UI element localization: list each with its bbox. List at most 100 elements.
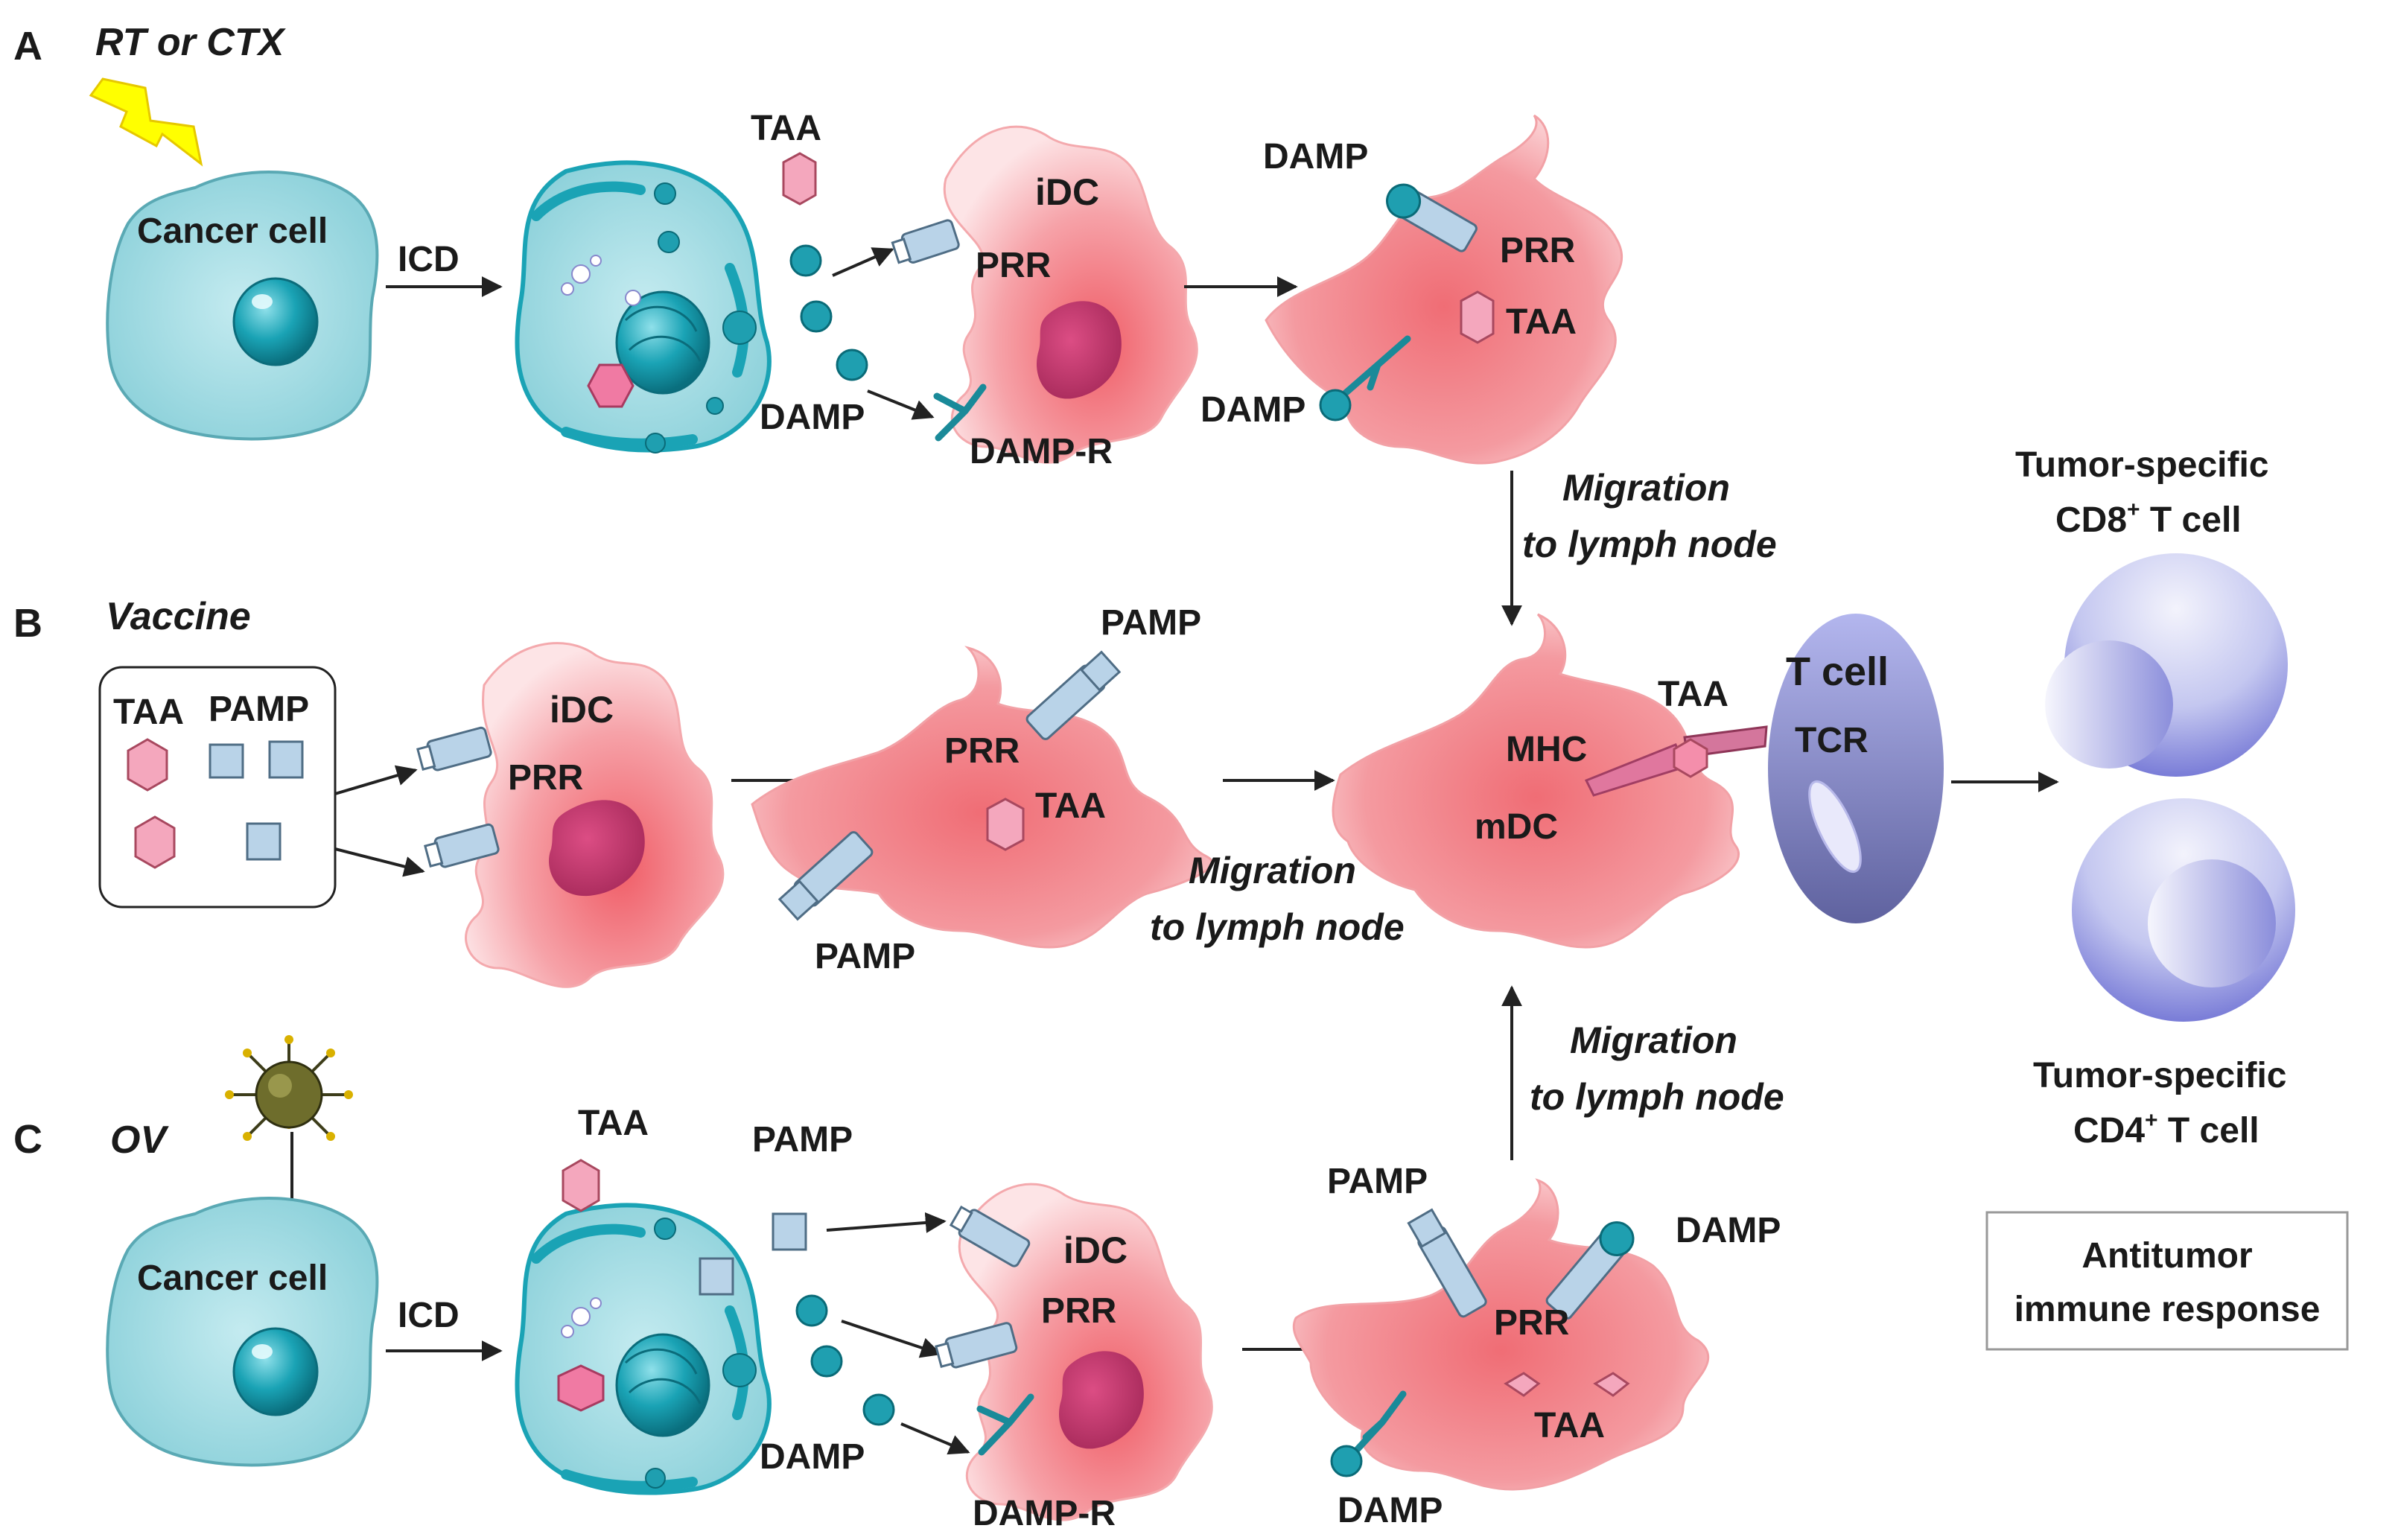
cancer-cell-a [106, 170, 379, 441]
damp-receptor-icon [976, 1393, 1034, 1456]
loaded-pamp-c-label: PAMP [1327, 1162, 1428, 1201]
cd4-superscript: + [2145, 1108, 2158, 1133]
t-cell-label: T cell [1786, 649, 1889, 694]
damp-r-c-label: DAMP-R [973, 1494, 1116, 1533]
damp-to-dampr-arrow [867, 389, 935, 420]
panel-c-trigger-label: OV [110, 1119, 169, 1162]
damp-icon [795, 1294, 828, 1327]
damp-c-label: DAMP [760, 1437, 865, 1477]
oncolytic-virus-icon [225, 1035, 353, 1141]
migration-middle-line2: to lymph node [1150, 906, 1405, 948]
pamp-to-prr-arrow [826, 1212, 947, 1233]
antitumor-box [1985, 1211, 2349, 1351]
damp-icon [800, 300, 833, 333]
migration-bottom-line2: to lymph node [1530, 1076, 1784, 1118]
prr-receptor-icon [935, 1322, 1018, 1369]
antitumor-line1: Antitumor [2081, 1236, 2252, 1276]
migration-top-line1: Migration [1562, 467, 1730, 509]
taa-a-label: TAA [751, 109, 821, 148]
cd8-t-cell [2045, 553, 2288, 777]
vaccine-to-prr-arrow [334, 847, 425, 877]
taa-icon-c [562, 1159, 600, 1212]
taa-c-label: TAA [578, 1104, 649, 1143]
idc-b-label: iDC [550, 689, 614, 731]
loaded-damp-bottom-c-label: DAMP [1338, 1491, 1443, 1530]
prr-with-damp-icon [1386, 183, 1478, 252]
cd8-title-line1: Tumor-specific [2015, 445, 2269, 485]
cd8-superscript: + [2127, 497, 2140, 522]
taa-icon-presented [1673, 738, 1708, 778]
prr-with-pamp-icon [1025, 650, 1122, 740]
antigen-loaded-dc-b [751, 646, 1213, 949]
taa-icon-loaded-b [986, 798, 1025, 851]
panel-letter-c: C [13, 1117, 42, 1162]
vaccine-pamp-label: PAMP [209, 690, 309, 729]
taa-icon-loaded-c [1593, 1372, 1630, 1397]
cd4-title-line2: CD4+ T cell [2073, 1108, 2259, 1151]
dying-cell-a [515, 160, 772, 454]
cd4-t-cell [2072, 798, 2295, 1022]
cd8-main: CD8 [2055, 500, 2127, 540]
prr-receptor-icon [424, 823, 500, 868]
vaccine-taa-icon [134, 815, 176, 869]
immature-dendritic-cell-c [958, 1183, 1213, 1521]
cd8-rest: T cell [2140, 500, 2242, 540]
cd8-title-line2: CD8+ T cell [2055, 497, 2242, 540]
immature-dendritic-cell-a [943, 125, 1198, 464]
loaded-taa-b-label: TAA [1035, 786, 1106, 826]
loaded-prr-c-label: PRR [1494, 1303, 1569, 1343]
panel-letter-a: A [13, 24, 42, 69]
taa-icon-loaded-a [1460, 290, 1495, 344]
damp-r-a-label: DAMP-R [970, 432, 1113, 471]
prr-receptor-icon [949, 1205, 1031, 1267]
immature-dendritic-cell-b [465, 642, 725, 988]
loaded-prr-b-label: PRR [944, 731, 1020, 771]
prr-receptor-icon [891, 219, 960, 264]
prr-a-label: PRR [976, 246, 1051, 285]
loaded-damp-top-a-label: DAMP [1263, 137, 1368, 176]
vaccine-to-prr-arrow [334, 765, 418, 795]
prr-b-label: PRR [508, 758, 583, 798]
prr-c-label: PRR [1041, 1291, 1116, 1331]
cd4-title-line1: Tumor-specific [2033, 1056, 2287, 1095]
pamp-c-label: PAMP [752, 1120, 853, 1159]
migration-middle-line1: Migration [1189, 850, 1356, 891]
idc-a-label: iDC [1035, 171, 1099, 213]
radiation-lightning-icon [89, 77, 203, 167]
loaded-taa-c-label: TAA [1534, 1406, 1605, 1445]
loaded-damp-bottom-a-label: DAMP [1200, 390, 1305, 430]
mhc-label: MHC [1506, 730, 1587, 769]
cd4-rest: T cell [2158, 1111, 2259, 1151]
damp-receptor-icon [933, 384, 987, 442]
cancer-cell-a-label: Cancer cell [137, 211, 328, 251]
cancer-cell-c-label: Cancer cell [137, 1259, 328, 1298]
idc-c-label: iDC [1063, 1229, 1128, 1271]
loaded-taa-a-label: TAA [1506, 302, 1577, 342]
vaccine-taa-label: TAA [113, 693, 184, 732]
panel-a-trigger-label: RT or CTX [95, 21, 287, 64]
migration-bottom-line1: Migration [1570, 1019, 1737, 1061]
prr-with-pamp-icon [1407, 1208, 1487, 1318]
icd-c-label: ICD [398, 1296, 459, 1335]
damp-icon [789, 244, 822, 277]
vaccine-pamp-icon [246, 822, 282, 861]
lymph-taa-label: TAA [1658, 675, 1728, 714]
taa-icon-loaded-c [1504, 1372, 1541, 1397]
prr-with-damp-icon [1545, 1221, 1635, 1320]
damp-icon [836, 349, 868, 381]
damp-a-label: DAMP [760, 398, 865, 437]
bound-damp-icon [1319, 389, 1352, 421]
damp-to-dampr-arrow-c [900, 1422, 970, 1455]
pamp-icon-c [772, 1212, 807, 1251]
vaccine-taa-icon [127, 738, 168, 792]
antigen-loaded-dc-a [1265, 114, 1623, 465]
vaccine-pamp-icon [268, 740, 304, 779]
damp-icon [810, 1345, 843, 1378]
dying-cell-c [515, 1203, 772, 1495]
panel-b-trigger-label: Vaccine [106, 595, 251, 638]
cancer-cell-c [106, 1196, 379, 1467]
vaccine-pamp-icon [209, 743, 244, 779]
migration-top-line2: to lymph node [1522, 524, 1777, 565]
mature-dendritic-cell [1332, 613, 1740, 949]
